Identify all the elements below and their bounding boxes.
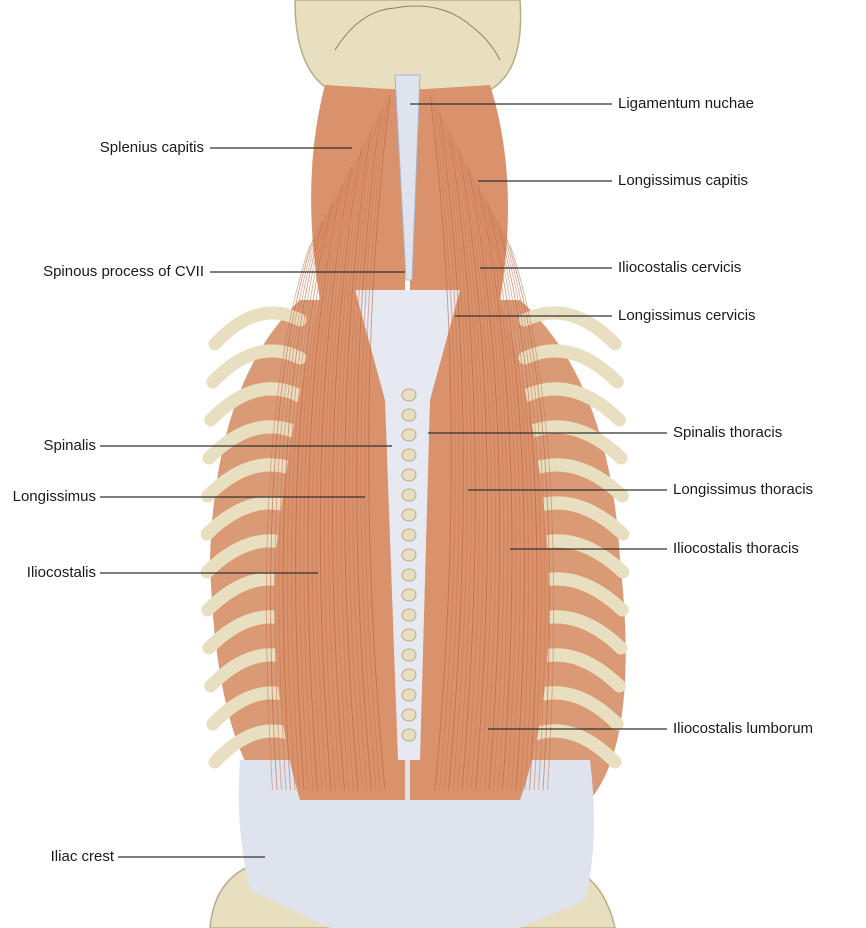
leader-lines bbox=[100, 103, 667, 858]
muscle-fiber bbox=[442, 118, 468, 791]
muscle-fiber bbox=[303, 190, 340, 791]
muscle-fiber bbox=[503, 232, 546, 791]
label-spinalis: Spinalis bbox=[43, 437, 96, 454]
label-longissimus-capitis: Longissimus capitis bbox=[618, 172, 749, 189]
muscle-fiber bbox=[451, 136, 480, 791]
vertebra bbox=[401, 708, 417, 722]
muscle-fiber bbox=[480, 190, 517, 791]
label-iliocostalis: Iliocostalis bbox=[26, 564, 96, 581]
vertebra bbox=[401, 588, 417, 602]
label-iliac-crest: Iliac crest bbox=[50, 848, 114, 865]
muscle-fiber bbox=[286, 214, 327, 791]
muscle-fiber bbox=[455, 142, 484, 791]
muscle-fiber bbox=[348, 124, 375, 791]
muscle-fiber bbox=[295, 202, 333, 791]
rib bbox=[206, 344, 307, 389]
rib bbox=[204, 382, 307, 427]
muscle-fiber bbox=[483, 196, 521, 791]
muscle-fiber bbox=[282, 220, 324, 791]
muscle-fiber bbox=[352, 118, 378, 791]
muscle-fiber bbox=[307, 184, 343, 791]
vertebra bbox=[401, 648, 417, 662]
vertebra bbox=[401, 508, 417, 522]
muscle-fiber bbox=[299, 196, 337, 791]
muscle-fiber bbox=[265, 244, 311, 791]
vertebra bbox=[401, 468, 417, 482]
label-longissimus: Longissimus bbox=[12, 488, 96, 505]
muscle-fiber bbox=[364, 100, 388, 791]
muscle-fiber bbox=[290, 208, 330, 791]
muscle-fiber bbox=[493, 214, 534, 791]
label-iliocostalis-lumborum: Iliocostalis lumborum bbox=[673, 720, 814, 737]
label-iliocostalis-cervicis: Iliocostalis cervicis bbox=[618, 259, 742, 276]
muscle-fiber bbox=[499, 226, 542, 791]
vertebra bbox=[401, 528, 417, 542]
label-splenius-capitis: Splenius capitis bbox=[99, 139, 204, 156]
muscle-fiber bbox=[344, 130, 372, 791]
label-longissimus-cervicis: Longissimus cervicis bbox=[618, 307, 756, 324]
muscle-fiber bbox=[340, 136, 369, 791]
rib bbox=[518, 344, 624, 389]
spine-fascia bbox=[355, 290, 460, 760]
muscle-mass-right bbox=[410, 85, 550, 800]
muscle-fiber bbox=[323, 160, 356, 791]
muscle-fiber bbox=[274, 232, 317, 791]
vertebra bbox=[401, 448, 417, 462]
muscle-fiber bbox=[278, 226, 321, 791]
vertebra bbox=[401, 668, 417, 682]
muscle-fiber bbox=[509, 244, 555, 791]
vertebra bbox=[401, 568, 417, 582]
muscle-fiber bbox=[464, 160, 497, 791]
rib bbox=[202, 420, 307, 465]
muscle-mass-left bbox=[274, 85, 405, 800]
label-spinalis-thoracis: Spinalis thoracis bbox=[673, 424, 783, 441]
vertebra bbox=[401, 628, 417, 642]
muscle-fiber bbox=[487, 202, 525, 791]
muscle-fiber bbox=[356, 112, 381, 791]
muscle-fiber bbox=[435, 106, 460, 791]
label-ligamentum-nuchae: Ligamentum nuchae bbox=[618, 95, 754, 112]
muscle-fiber bbox=[506, 238, 550, 791]
vertebra bbox=[401, 408, 417, 422]
muscle-fiber bbox=[445, 124, 472, 791]
vertebra bbox=[401, 688, 417, 702]
ligamentum-nuchae-shape bbox=[394, 74, 421, 281]
muscle-fiber bbox=[315, 172, 349, 791]
label-iliocostalis-thoracis: Iliocostalis thoracis bbox=[673, 540, 799, 557]
muscle-fiber bbox=[319, 166, 353, 791]
muscle-fiber bbox=[461, 154, 492, 791]
label-longissimus-thoracis: Longissimus thoracis bbox=[673, 481, 814, 498]
muscle-fiber bbox=[477, 184, 513, 791]
muscle-fiber bbox=[471, 172, 505, 791]
muscle-fiber bbox=[458, 148, 488, 791]
skull-suture bbox=[334, 5, 501, 61]
muscle-fiber bbox=[332, 148, 362, 791]
muscle-fiber bbox=[490, 208, 530, 791]
vertebrae bbox=[401, 388, 417, 742]
muscle-fiber bbox=[448, 130, 476, 791]
muscle-fiber bbox=[336, 142, 365, 791]
label-spinous-process-cvii: Spinous process of CVII bbox=[43, 263, 204, 280]
muscle-fiber bbox=[270, 238, 314, 791]
muscle-fiber bbox=[467, 166, 501, 791]
muscle-fibers bbox=[265, 94, 555, 791]
muscle-fiber bbox=[429, 94, 452, 791]
vertebra bbox=[401, 388, 417, 402]
vertebra bbox=[401, 428, 417, 442]
thoracolumbar-fascia bbox=[238, 760, 594, 928]
muscle-fiber bbox=[439, 112, 464, 791]
vertebra bbox=[401, 488, 417, 502]
vertebra bbox=[401, 548, 417, 562]
vertebra bbox=[401, 728, 417, 742]
muscle-fiber bbox=[474, 178, 509, 791]
vertebra bbox=[401, 608, 417, 622]
muscle-fiber bbox=[311, 178, 346, 791]
muscle-fiber bbox=[368, 94, 391, 791]
muscle-fiber bbox=[496, 220, 538, 791]
muscle-fiber bbox=[360, 106, 385, 791]
